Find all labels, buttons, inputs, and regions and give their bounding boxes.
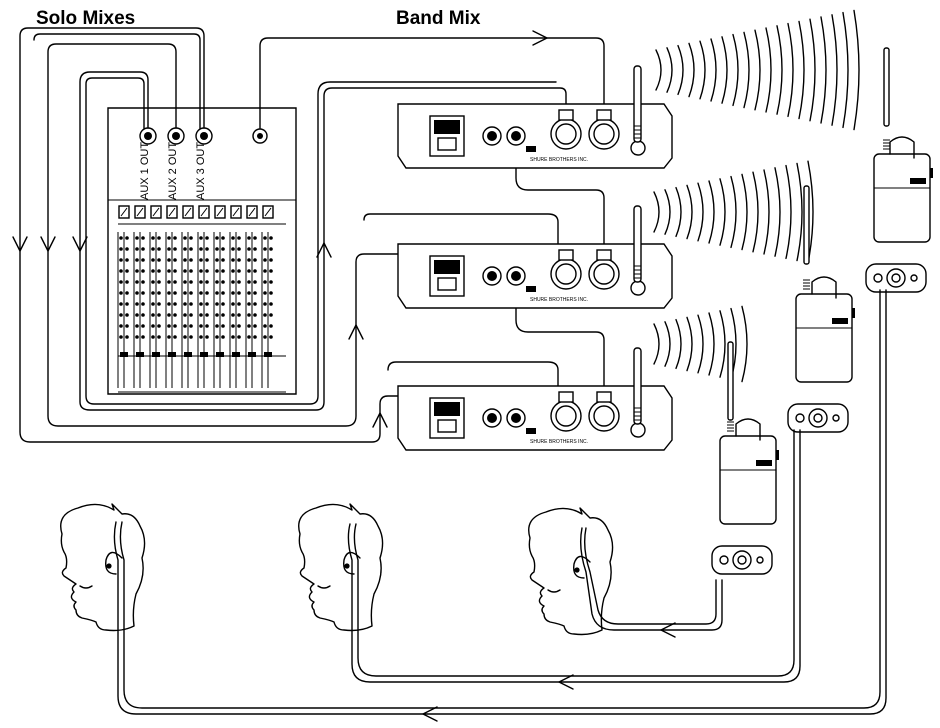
antenna <box>633 205 642 283</box>
headphone-jack <box>719 555 729 565</box>
receiver-logo <box>756 460 772 466</box>
antenna-connector <box>630 280 646 296</box>
transmitters: SHURE BROTHERS INC. SHURE BROTHERS INC. SH… <box>397 65 673 451</box>
switch <box>526 428 536 434</box>
receiver-body <box>795 293 853 383</box>
channel-strip <box>213 205 226 388</box>
channel-strip <box>197 205 210 388</box>
channel-strip <box>117 205 130 388</box>
mouth <box>317 585 331 589</box>
headphone-jack <box>873 273 883 283</box>
brand-text: SHURE BROTHERS INC. <box>530 439 588 445</box>
antenna-connector <box>630 422 646 438</box>
channel-strip <box>149 205 162 388</box>
channel-strip <box>245 205 258 388</box>
aux-2-label: AUX 2 OUT <box>167 142 179 200</box>
transmitter-3: SHURE BROTHERS INC. <box>397 347 673 451</box>
arrow-icon <box>40 236 56 252</box>
headphone-jack <box>795 413 805 423</box>
mouth <box>547 589 561 593</box>
fader-knob <box>200 352 208 357</box>
fader-knob <box>216 352 224 357</box>
channel-strip <box>261 205 274 388</box>
solo-mixes-title: Solo Mixes <box>36 8 136 29</box>
head-outline <box>298 503 384 632</box>
transmitter-2: SHURE BROTHERS INC. <box>397 205 673 309</box>
arrow-icon <box>372 412 388 428</box>
earphone <box>106 563 112 569</box>
fader-knob <box>152 352 160 357</box>
channel-strip <box>165 205 178 388</box>
mixing-console: AUX 1 OUT AUX 2 OUT AUX 3 OUT <box>107 107 297 395</box>
band-mix-title: Band Mix <box>396 8 481 29</box>
fader-knob <box>168 352 176 357</box>
switch <box>526 146 536 152</box>
belt-clip <box>811 276 837 299</box>
arrow-icon <box>532 30 548 46</box>
brand-text: SHURE BROTHERS INC. <box>530 157 588 163</box>
aux-3-label: AUX 3 OUT <box>195 142 207 200</box>
aux-1-label: AUX 1 OUT <box>139 142 151 200</box>
transmitter-1: SHURE BROTHERS INC. <box>397 65 673 169</box>
receiver-body <box>719 435 777 525</box>
fader-knob <box>248 352 256 357</box>
receiver-antenna <box>727 341 734 421</box>
antenna <box>633 65 642 143</box>
earphone-cables <box>113 289 887 715</box>
arrow-icon <box>348 324 364 340</box>
receiver-body <box>873 153 931 243</box>
arrow-icon <box>12 236 28 252</box>
solo-mix-cables <box>19 27 605 443</box>
brand-text: SHURE BROTHERS INC. <box>530 297 588 303</box>
mixer-body <box>107 107 297 395</box>
bodypack-receiver-2 <box>787 185 855 433</box>
fader-knob <box>264 352 272 357</box>
head-outline <box>60 503 146 632</box>
mouth <box>79 585 93 589</box>
channel-strip <box>181 205 194 388</box>
rf-wave-icon <box>653 160 814 264</box>
switch <box>526 286 536 292</box>
belt-clip <box>889 136 915 159</box>
ear <box>105 551 123 575</box>
ear <box>573 555 591 579</box>
listener-3 <box>528 507 614 636</box>
ear <box>343 551 361 575</box>
antenna <box>633 347 642 425</box>
listener-1 <box>60 503 146 632</box>
receiver-antenna <box>803 185 810 265</box>
listener-heads <box>60 503 614 636</box>
aux-output-labels: AUX 1 OUT AUX 2 OUT AUX 3 OUT <box>139 142 207 200</box>
receiver-antenna <box>883 47 890 127</box>
rf-wave-icon <box>655 9 860 131</box>
earphone <box>344 563 350 569</box>
antenna-connector <box>630 140 646 156</box>
head-outline <box>528 507 614 636</box>
bodypack-receiver-3 <box>711 341 779 575</box>
aux-jacks <box>139 127 213 145</box>
receiver-logo <box>910 178 926 184</box>
channel-strip <box>229 205 242 388</box>
bodypack-receivers <box>711 47 933 575</box>
arrow-icon <box>316 242 332 258</box>
channel-strip <box>133 205 146 388</box>
rf-wave-icon <box>653 305 748 383</box>
arrow-icon <box>72 236 88 252</box>
listener-2 <box>298 503 384 632</box>
bodypack-receiver-1 <box>865 47 933 293</box>
fader-knob <box>232 352 240 357</box>
fader-knob <box>136 352 144 357</box>
fader-knob <box>120 352 128 357</box>
channel-strips <box>117 205 286 388</box>
rf-waves <box>653 9 860 383</box>
receiver-logo <box>832 318 848 324</box>
earphone <box>574 567 580 573</box>
belt-clip <box>735 418 761 441</box>
fader-knob <box>184 352 192 357</box>
